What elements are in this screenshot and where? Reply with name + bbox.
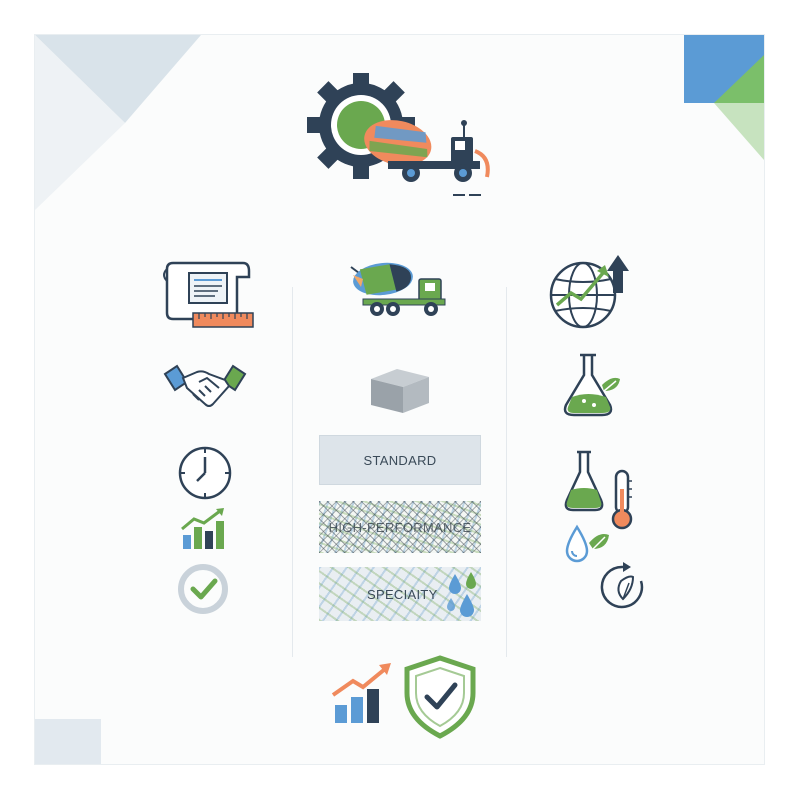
tier-specialty-label: SPECIAITY — [367, 586, 438, 602]
tier-high-performance: HIGH-PERFORMANCE — [319, 501, 481, 553]
growth-bar-chart-icon — [181, 508, 224, 549]
growth-arrow-chart-icon — [331, 663, 391, 723]
leaf-drop-icon — [565, 524, 609, 563]
bottom-left-corner-decoration — [35, 719, 101, 764]
tier-standard: STANDARD — [319, 435, 481, 485]
tier-high-performance-label: HIGH-PERFORMANCE — [328, 519, 472, 535]
top-right-corner-decoration — [684, 35, 764, 160]
thermometer-icon — [611, 469, 633, 530]
water-drops-icon — [447, 572, 476, 617]
contract-blueprint-icon — [163, 261, 254, 328]
tier-standard-label: STANDARD — [363, 452, 437, 468]
mixer-truck-icon — [350, 262, 446, 316]
eco-flask-icon — [563, 353, 620, 417]
check-circle-icon — [178, 564, 228, 614]
right-column-divider — [506, 287, 507, 657]
infographic-frame: STANDARD HIGH-PERFORMANCE SPECIAITY — [34, 34, 765, 765]
clock-icon — [178, 446, 232, 500]
flask-icon — [564, 450, 604, 512]
handshake-icon — [163, 364, 247, 407]
gear-mixer-truck-icon — [307, 73, 490, 196]
top-left-corner-decoration — [35, 35, 201, 210]
globe-growth-icon — [549, 255, 629, 329]
recycle-leaf-icon — [600, 562, 644, 609]
shield-check-icon — [404, 655, 476, 739]
concrete-block-icon — [371, 369, 429, 413]
left-column-divider — [292, 287, 293, 657]
